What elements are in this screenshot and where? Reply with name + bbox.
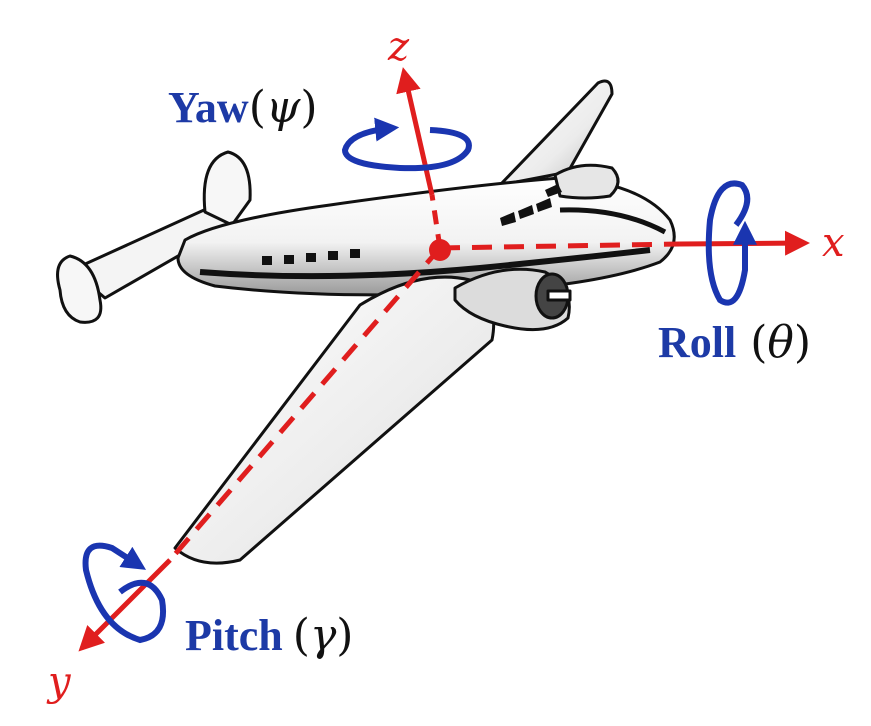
- yaw-label: Yaw(ψ): [168, 82, 318, 133]
- fuselage-stripe: [199, 247, 651, 280]
- roll-rotation-arrow-icon: [705, 180, 757, 306]
- airplane-illustration: [56, 79, 676, 565]
- near-wing: [173, 275, 496, 565]
- pitch-symbol: γ: [310, 610, 337, 661]
- roll-label: Roll(θ): [658, 317, 811, 368]
- pitch-name: Pitch: [185, 611, 283, 660]
- z-axis-arrow: [396, 67, 435, 196]
- upper-fin: [202, 150, 252, 227]
- x-axis-label: x: [822, 220, 845, 266]
- y-axis-label: y: [46, 659, 72, 705]
- pitch-rotation-arrow-icon: [82, 542, 166, 644]
- yaw-symbol: ψ: [266, 82, 301, 133]
- z-axis-label: z: [387, 24, 410, 70]
- y-axis-arrow: [78, 558, 172, 652]
- pitch-label: Pitch(γ): [185, 610, 353, 661]
- tail-fin: [56, 254, 103, 324]
- y-axis-dashed: [168, 246, 442, 562]
- near-engine-spinner: [546, 289, 572, 302]
- yaw-name: Yaw: [168, 83, 249, 132]
- passenger-windows: [262, 249, 360, 265]
- axes: [78, 67, 810, 652]
- cockpit-windows: [500, 184, 562, 226]
- yaw-rotation-arrow-icon: [341, 117, 472, 172]
- far-engine: [553, 163, 620, 200]
- far-wing: [498, 79, 614, 187]
- nose-stripe: [559, 207, 667, 235]
- roll-symbol: θ: [767, 317, 794, 368]
- x-axis-dashed: [439, 241, 681, 251]
- origin-point: [429, 239, 451, 261]
- roll-name: Roll: [658, 318, 736, 367]
